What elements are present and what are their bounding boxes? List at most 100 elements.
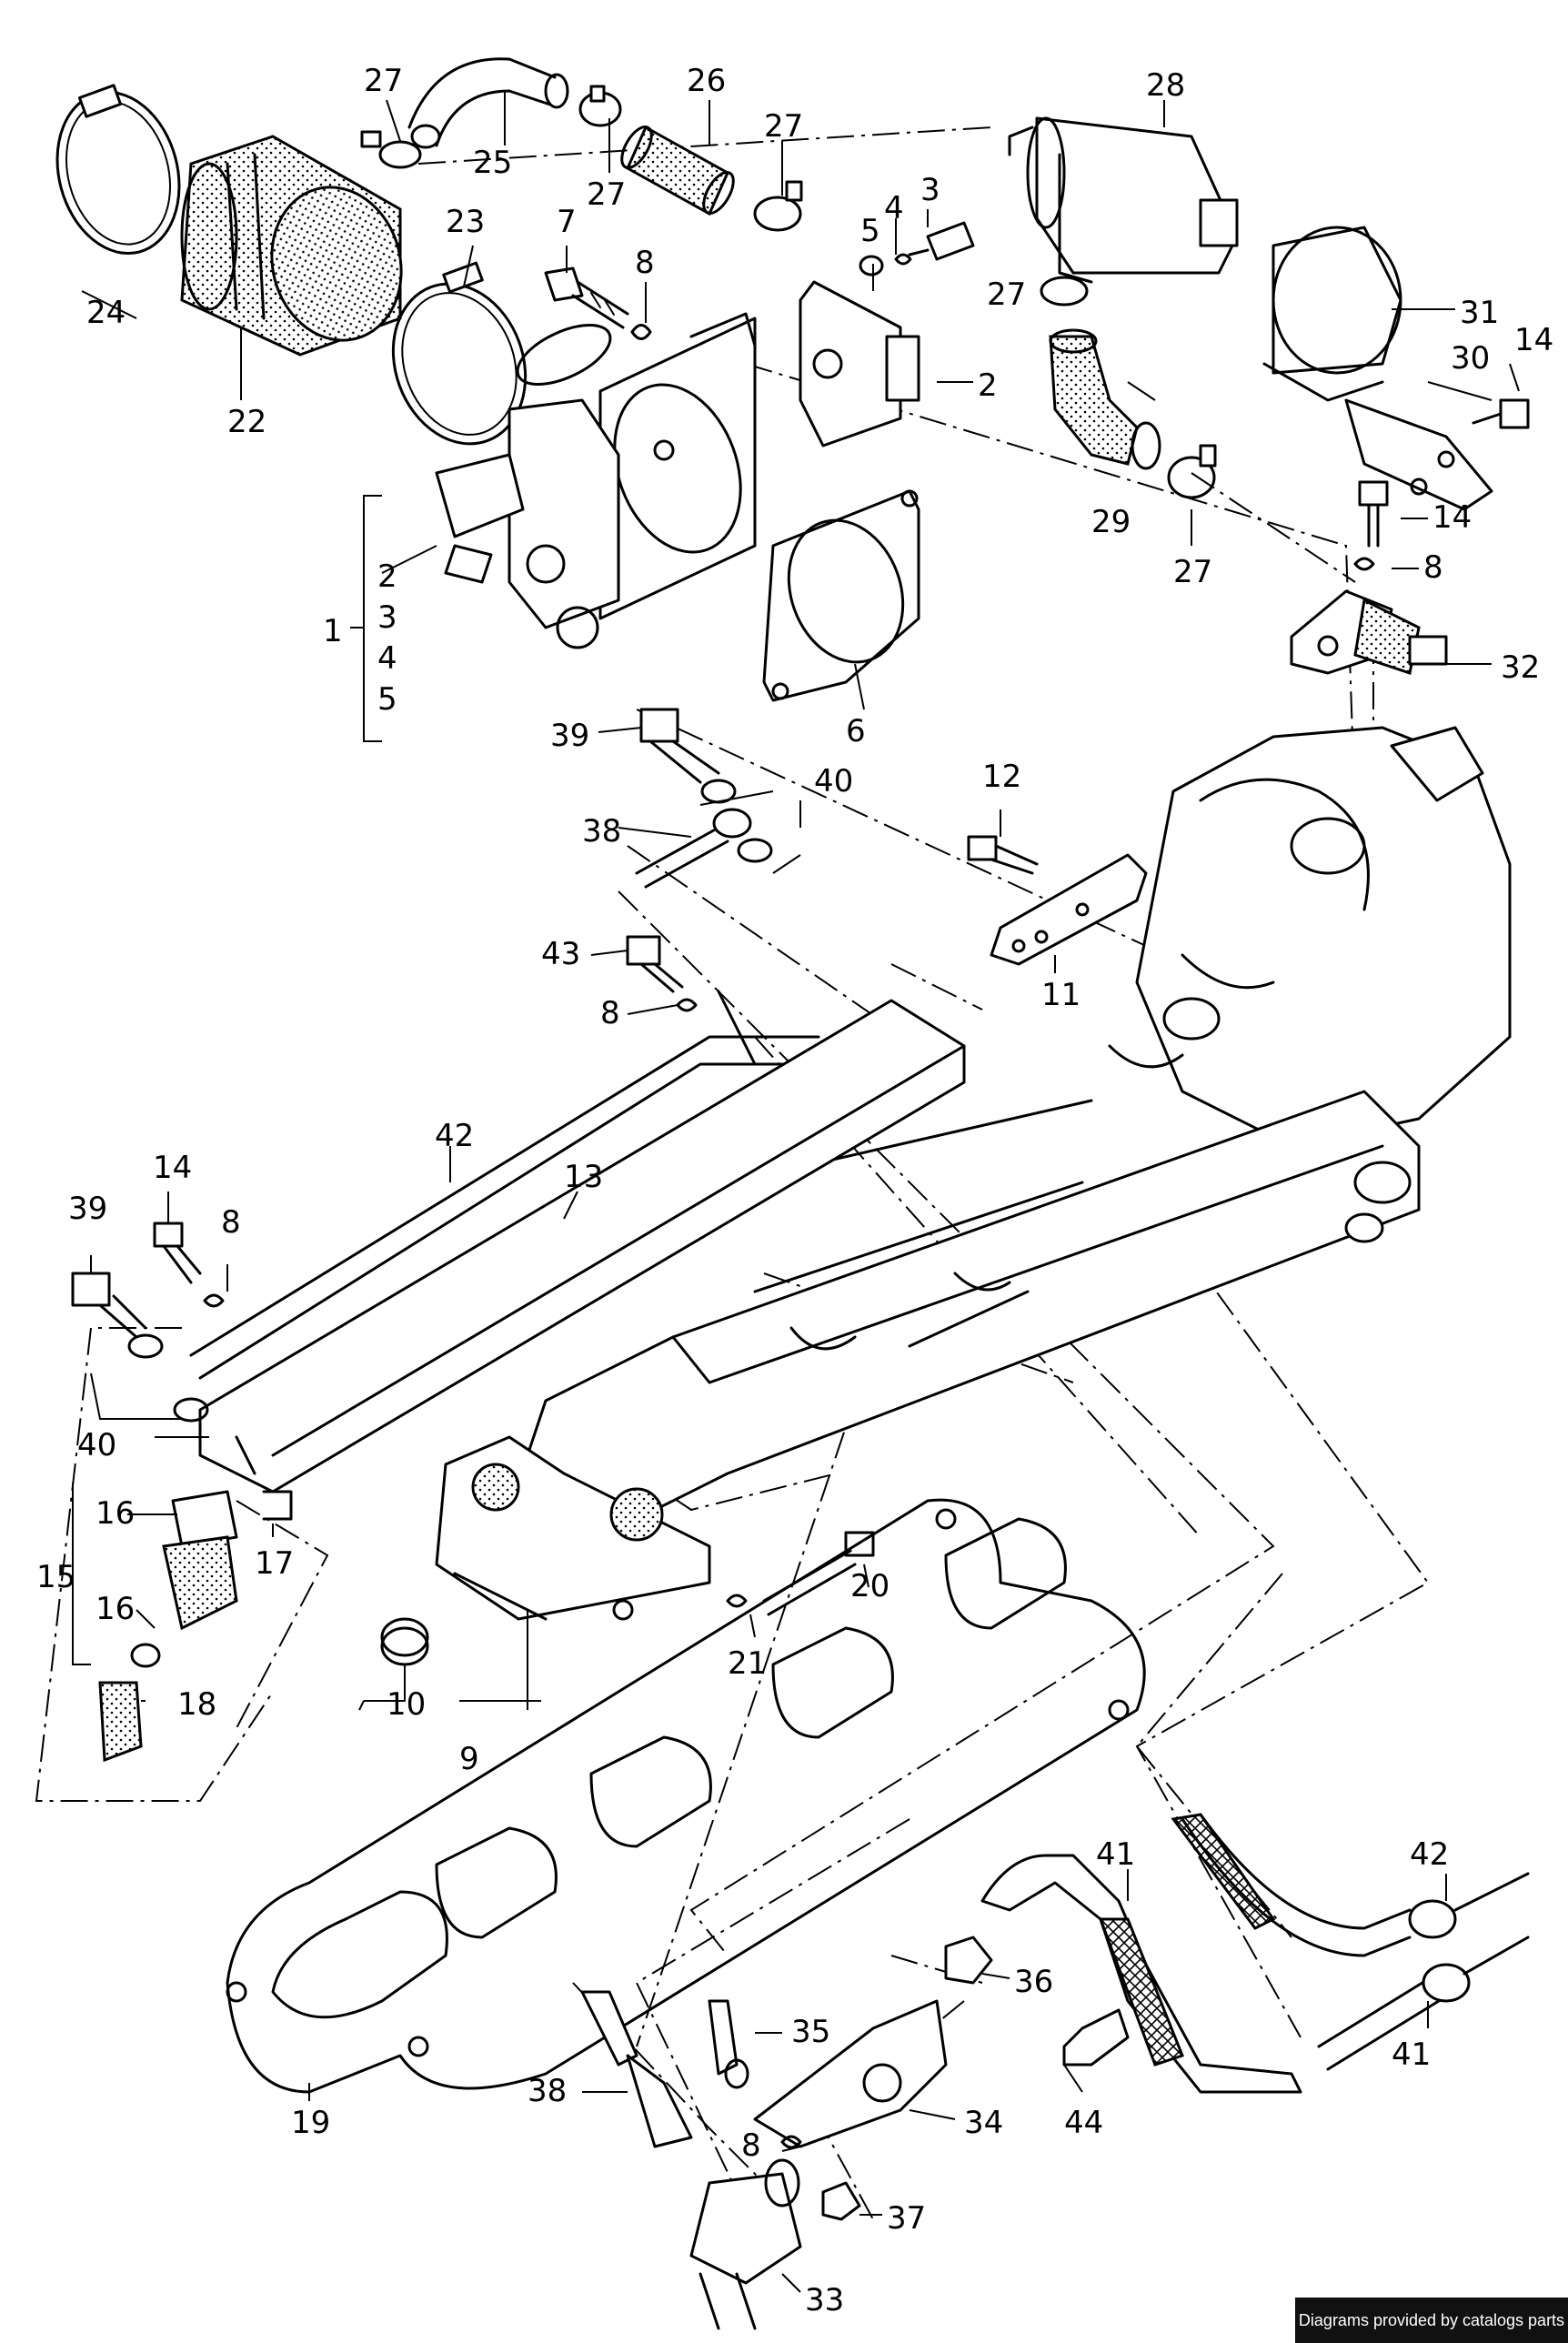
callout-27: 27 — [1173, 554, 1212, 590]
part-27-clamp-c — [753, 180, 803, 232]
part-27-clamp-b — [578, 85, 622, 127]
part-34-bracket — [753, 1999, 948, 2148]
part-8-washer-b — [1353, 557, 1375, 571]
part-27-clamp-e — [1167, 444, 1217, 499]
callout-25: 25 — [473, 145, 512, 181]
callout-13: 13 — [564, 1159, 603, 1195]
part-40-washers-b — [127, 1333, 209, 1423]
callout-27: 27 — [587, 176, 626, 213]
part-43-bolt — [626, 935, 684, 993]
part-38-sensor-b — [580, 1990, 693, 2148]
callout-5: 5 — [860, 213, 880, 249]
callout-6: 6 — [846, 713, 866, 749]
callout-labels: 1 2 3 4 5 24 22 27 25 27 26 27 23 7 8 5 … — [36, 63, 1553, 2318]
callout-39: 39 — [550, 718, 589, 754]
callout-26: 26 — [687, 63, 726, 99]
callout-14: 14 — [153, 1150, 192, 1186]
part-42-hose — [1171, 1813, 1530, 1957]
callout-8: 8 — [741, 2127, 761, 2164]
callout-22: 22 — [227, 404, 266, 440]
callout-27: 27 — [764, 108, 803, 145]
part-42-fuel-line — [189, 990, 820, 1380]
part-29-hose — [1049, 328, 1161, 470]
callout-19: 19 — [291, 2105, 330, 2141]
part-37-nut — [821, 2181, 861, 2221]
callout-39: 39 — [68, 1191, 107, 1227]
callout-43: 43 — [541, 936, 580, 972]
callout-40: 40 — [77, 1427, 116, 1463]
callout-30: 30 — [1451, 340, 1490, 377]
part-44-clip — [1062, 2008, 1130, 2066]
part-39-banjo-bolt-b — [71, 1272, 147, 1339]
part-10-plug — [380, 1617, 429, 1666]
callout-42: 42 — [435, 1118, 474, 1154]
callout-32: 32 — [1501, 649, 1540, 686]
part-26-filter — [620, 125, 735, 216]
callout-5: 5 — [377, 681, 397, 718]
part-27-clamp-d — [1040, 276, 1089, 307]
part-23-hose-clamp — [391, 261, 528, 446]
callout-16: 16 — [95, 1495, 135, 1532]
part-25-hose — [407, 57, 569, 149]
part-39-banjo-bolt-a — [639, 708, 720, 784]
callout-28: 28 — [1146, 67, 1185, 104]
part-17-clip — [262, 1490, 293, 1521]
part-28-idle-valve — [1008, 116, 1239, 284]
callout-7: 7 — [557, 204, 577, 240]
callout-8: 8 — [221, 1204, 241, 1241]
callout-1: 1 — [323, 613, 343, 649]
callout-34: 34 — [964, 2105, 1003, 2141]
part-35-fitting — [708, 1999, 749, 2089]
callout-12: 12 — [982, 759, 1021, 795]
callout-38: 38 — [528, 2073, 567, 2109]
callout-14: 14 — [1514, 322, 1553, 358]
callout-44: 44 — [1064, 2105, 1103, 2141]
part-5-washer — [859, 255, 884, 277]
part-24-hose-clamp — [55, 84, 181, 256]
callout-31: 31 — [1460, 295, 1499, 331]
callout-41: 41 — [1392, 2036, 1431, 2073]
callout-37: 37 — [887, 2200, 926, 2237]
callout-11: 11 — [1041, 977, 1081, 1013]
callout-3: 3 — [377, 599, 397, 636]
part-21-washer — [726, 1594, 748, 1608]
part-manifold-upper — [1135, 726, 1512, 1148]
part-7-bolt — [544, 266, 629, 329]
callout-9: 9 — [459, 1741, 479, 1777]
bracket-1 — [350, 495, 437, 742]
part-14-bolt-c — [153, 1222, 202, 1284]
part-33-regulator — [689, 2158, 802, 2330]
part-3-screw — [908, 221, 975, 261]
callout-42: 42 — [1410, 1836, 1449, 1873]
leader-lines — [72, 91, 1520, 2293]
part-8-washer-c — [676, 998, 698, 1012]
callout-36: 36 — [1014, 1964, 1053, 2000]
callout-21: 21 — [728, 1645, 767, 1682]
part-19-gasket — [226, 1498, 1146, 2094]
callout-33: 33 — [805, 2282, 844, 2318]
callout-24: 24 — [86, 295, 126, 331]
part-31-cover — [1262, 226, 1402, 402]
callout-27: 27 — [364, 63, 403, 99]
callout-4: 4 — [884, 190, 904, 226]
callout-20: 20 — [850, 1568, 890, 1604]
part-12-bolt — [967, 835, 1039, 875]
callout-2: 2 — [978, 367, 998, 404]
callout-18: 18 — [177, 1686, 216, 1723]
part-32-sensor — [1290, 589, 1448, 675]
part-14-bolt-b — [1358, 480, 1389, 548]
callout-8: 8 — [600, 995, 620, 1031]
part-4-washer — [894, 253, 912, 266]
callout-41: 41 — [1096, 1836, 1135, 1873]
callout-16: 16 — [95, 1591, 135, 1627]
part-38-fitting-a — [635, 808, 752, 889]
credit-banner: Diagrams provided by catalogs parts — [1295, 2298, 1568, 2343]
part-6-gasket — [762, 489, 920, 702]
part-11-bracket — [990, 853, 1148, 966]
callout-40: 40 — [814, 763, 853, 799]
part-14-bolt-a — [1472, 398, 1530, 429]
part-27-clamp-a — [360, 130, 422, 169]
part-8-washer-e — [780, 2135, 802, 2149]
part-41-hose — [980, 1854, 1530, 2094]
